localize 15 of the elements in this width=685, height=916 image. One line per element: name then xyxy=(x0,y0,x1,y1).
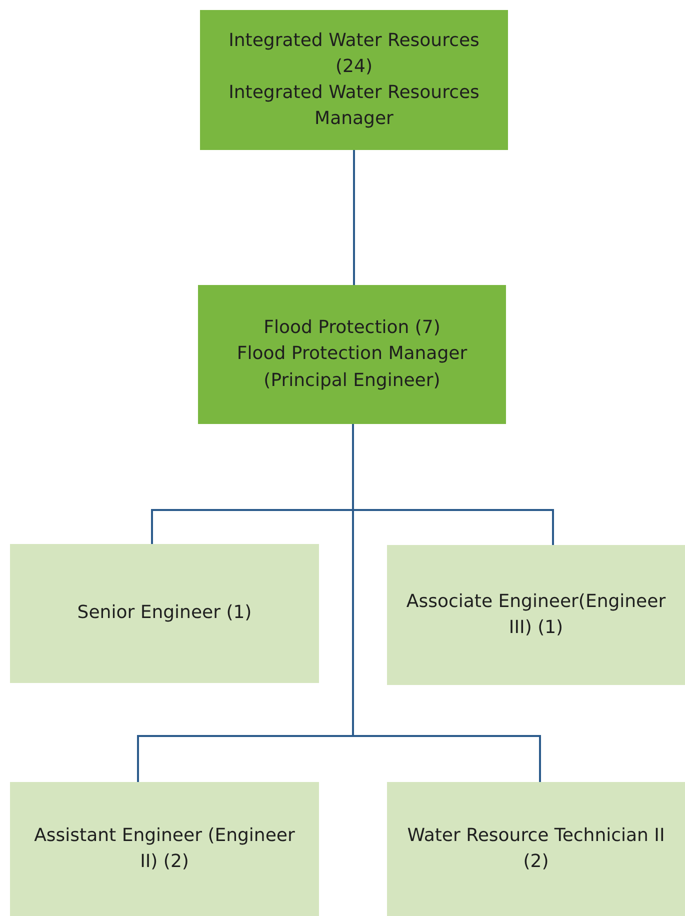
org-box xyxy=(10,544,319,683)
box-text: Integrated Water Resources Manager xyxy=(228,81,480,132)
org-box xyxy=(387,782,685,916)
box-text: Flood Protection Manager (Principal Engineer) xyxy=(236,342,468,393)
box-text: Integrated Water Resources (24) xyxy=(228,28,480,79)
org-box xyxy=(387,545,685,685)
box-text: Associate Engineer(Engineer III) (1) xyxy=(405,590,667,640)
box-text: Senior Engineer (1) xyxy=(77,601,252,626)
org-box xyxy=(200,10,508,150)
box-text: Water Resource Technician II (2) xyxy=(406,824,666,874)
box-text: Flood Protection (7) xyxy=(264,316,440,340)
org-box xyxy=(198,285,506,424)
box-text: Assistant Engineer (Engineer II) (2) xyxy=(33,824,296,874)
org-box xyxy=(10,782,319,916)
connector-line xyxy=(353,150,355,285)
